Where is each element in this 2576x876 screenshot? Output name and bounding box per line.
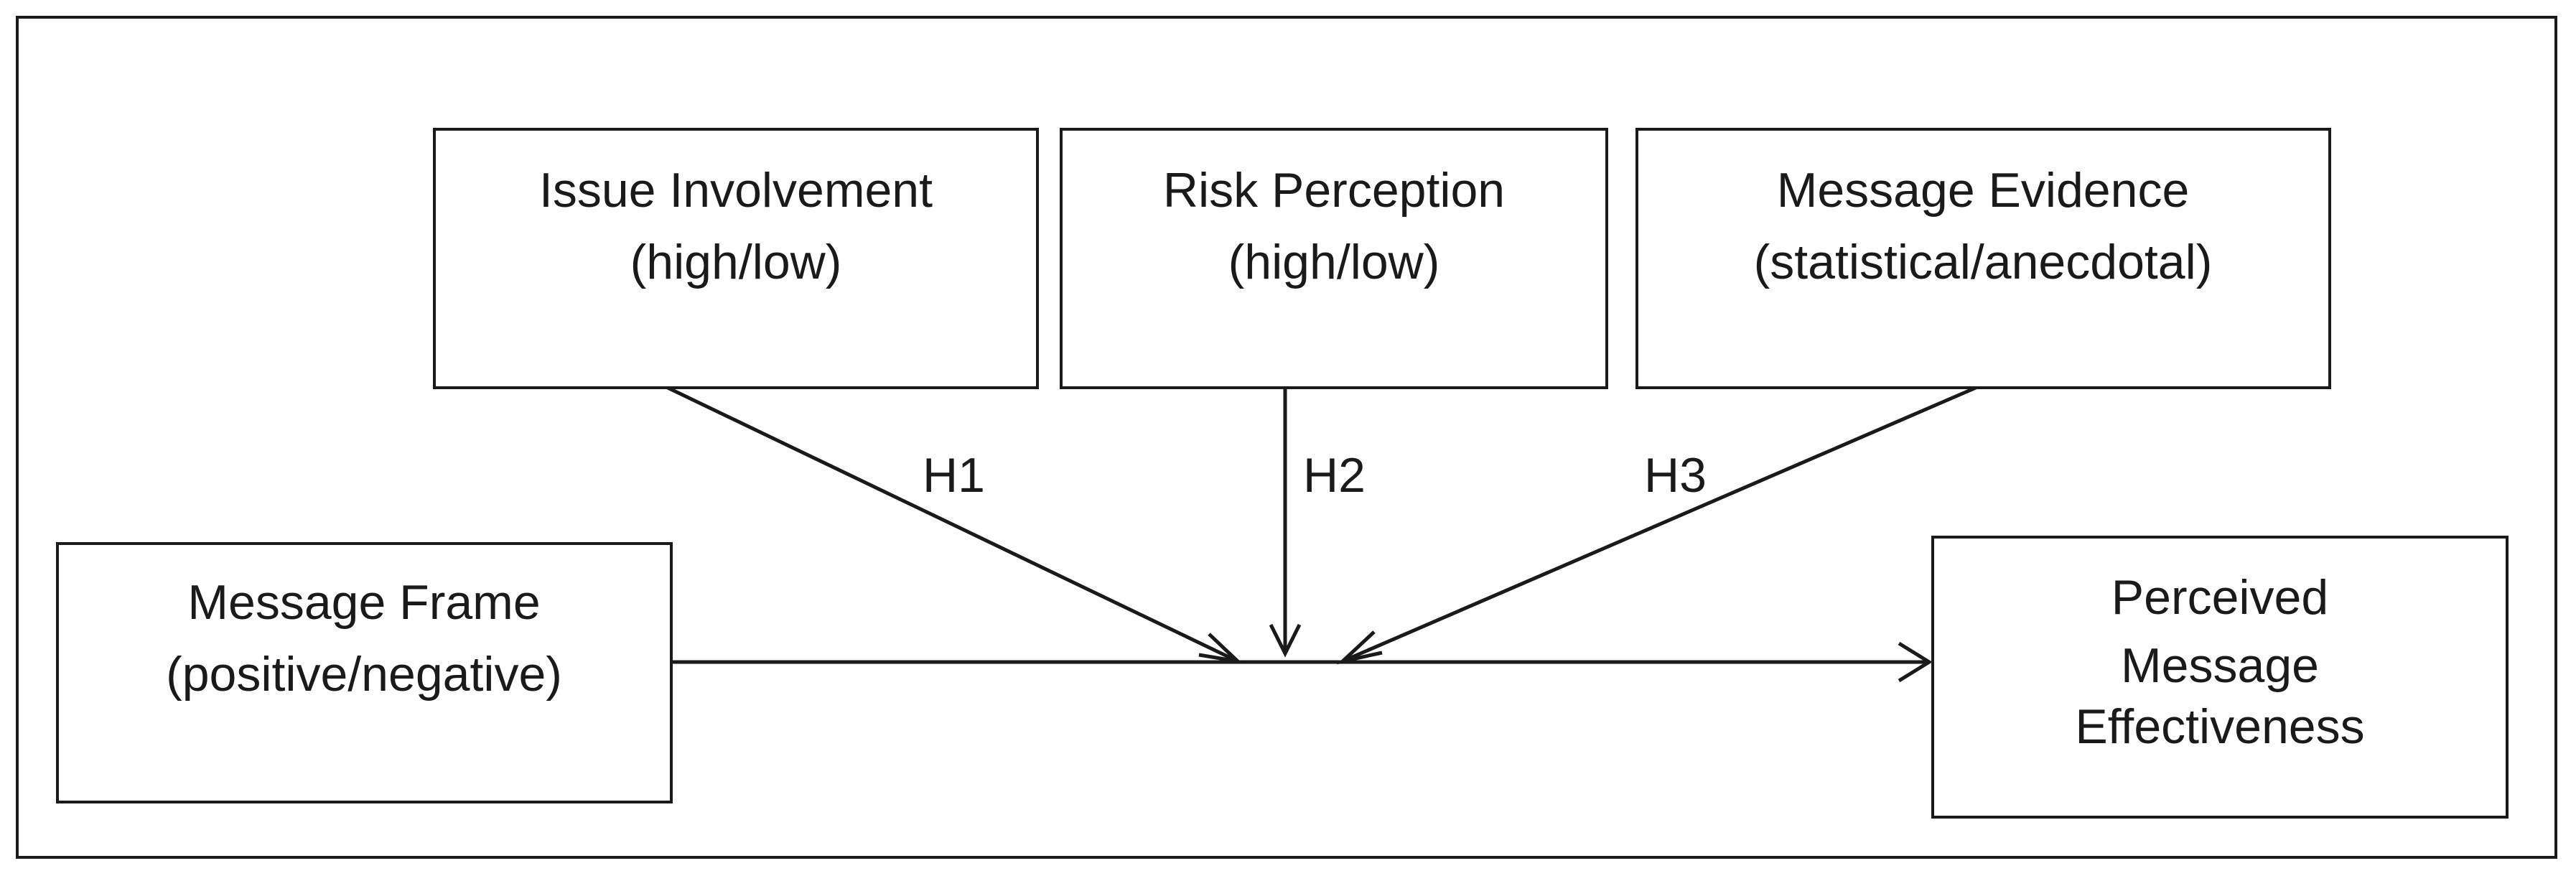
edge-h1	[666, 386, 1243, 664]
node-risk-perception: Risk Perception (high/low)	[1060, 128, 1608, 389]
label-h2: H2	[1303, 448, 1366, 503]
node-message-frame: Message Frame (positive/negative)	[56, 542, 673, 803]
edge-h1-line	[666, 386, 1238, 663]
label-h1: H1	[923, 448, 985, 503]
arrowhead-h2	[1269, 623, 1302, 658]
node-perceived-effectiveness-line1: Perceived	[2111, 570, 2328, 625]
node-perceived-message-effectiveness: Perceived Message Effectiveness	[1931, 536, 2509, 819]
node-issue-involvement-levels: (high/low)	[630, 235, 842, 289]
outer-frame	[16, 16, 2557, 859]
node-perceived-effectiveness-box	[1931, 536, 2509, 819]
node-message-frame-box	[56, 542, 673, 803]
node-issue-involvement: Issue Involvement (high/low)	[433, 128, 1039, 389]
node-issue-involvement-box	[433, 128, 1039, 389]
node-risk-perception-box	[1060, 128, 1608, 389]
edge-h2	[1269, 388, 1302, 658]
arrowhead-effectiveness	[1898, 641, 1933, 683]
node-message-frame-title: Message Frame	[187, 575, 540, 630]
node-message-frame-levels: (positive/negative)	[166, 647, 562, 702]
node-message-evidence: Message Evidence (statistical/anecdotal)	[1635, 128, 2331, 389]
node-message-evidence-title: Message Evidence	[1777, 163, 2190, 218]
node-risk-perception-levels: (high/low)	[1228, 235, 1440, 289]
node-issue-involvement-title: Issue Involvement	[539, 163, 933, 218]
arrowhead-h3	[1336, 630, 1383, 665]
edge-frame-to-effectiveness	[671, 641, 1933, 683]
node-message-evidence-levels: (statistical/anecdotal)	[1754, 235, 2213, 289]
node-risk-perception-title: Risk Perception	[1163, 163, 1505, 218]
node-perceived-effectiveness-line3: Effectiveness	[2075, 699, 2364, 754]
edge-h3	[1336, 386, 1977, 665]
edge-h3-line	[1343, 386, 1977, 663]
label-h3: H3	[1644, 448, 1707, 503]
node-perceived-effectiveness-line2: Message	[2121, 638, 2319, 693]
node-message-evidence-box	[1635, 128, 2331, 389]
arrowhead-h1	[1198, 633, 1243, 664]
